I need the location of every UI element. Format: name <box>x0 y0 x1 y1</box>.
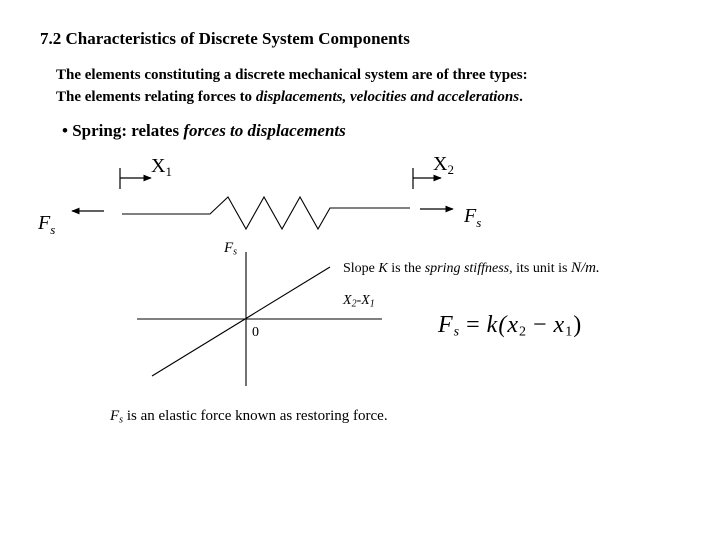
intro-line-2-italic: displacements, velocities and accelerati… <box>255 89 520 105</box>
x1-label: X1 <box>151 155 172 179</box>
intro-line-2-suffix: . <box>519 89 523 105</box>
bullet-prefix: Spring: relates <box>72 121 184 140</box>
bullet-italic: forces to displacements <box>183 121 346 140</box>
right-force-label: Fs <box>463 205 481 230</box>
bullet-marker: • <box>62 121 68 140</box>
page-title: 7.2 Characteristics of Discrete System C… <box>40 29 410 48</box>
intro-line-1: The elements constituting a discrete mec… <box>56 67 528 83</box>
spring-equation: Fs=k(x2−x1) <box>438 312 583 340</box>
graph-x-axis-label: X2-X1 <box>343 293 375 310</box>
footer-note: Fs is an elastic force known as restorin… <box>110 408 388 426</box>
x2-label: X2 <box>433 153 454 177</box>
spring <box>122 195 410 231</box>
intro-line-2-prefix: The elements relating forces to <box>56 89 256 105</box>
slope-note: Slope K is the spring stiffness, its uni… <box>343 260 600 276</box>
graph-origin-label: 0 <box>252 325 259 340</box>
left-force-label: Fs <box>37 212 55 237</box>
intro-line-2: The elements relating forces to displace… <box>56 89 523 106</box>
graph-slope-line <box>151 266 331 377</box>
spring-bullet: • Spring: relates forces to displacement… <box>62 121 346 141</box>
graph-y-axis-label: Fs <box>224 240 238 258</box>
